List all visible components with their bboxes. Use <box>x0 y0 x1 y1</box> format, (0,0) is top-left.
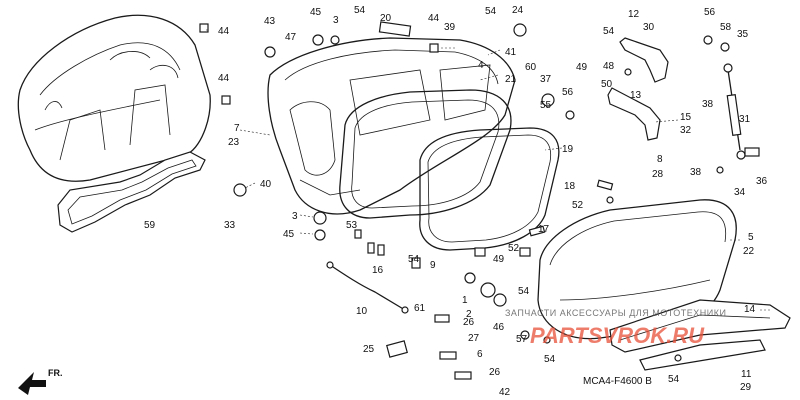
watermark: ЗАПЧАСТИ АКСЕССУАРЫ ДЛЯ МОТОТЕХНИКИ PART… <box>505 308 727 348</box>
callout-54: 54 <box>408 254 420 265</box>
callout-30: 30 <box>643 22 655 33</box>
saddlebag-inner-liner-illustration <box>17 14 211 182</box>
callout-36: 36 <box>756 176 768 187</box>
callout-61: 61 <box>414 303 426 314</box>
callout-43: 43 <box>264 16 276 27</box>
callout-22: 22 <box>743 246 755 257</box>
callout-26: 26 <box>463 317 475 328</box>
molding-14-illustration <box>609 299 791 353</box>
callout-33: 33 <box>224 220 236 231</box>
callout-39: 39 <box>444 22 456 33</box>
callout-24: 24 <box>512 5 524 16</box>
callout-8: 8 <box>657 154 663 165</box>
cable-10-illustration <box>326 261 409 314</box>
callout-40: 40 <box>260 179 272 190</box>
small-hardware-illustration <box>199 21 760 380</box>
callout-47: 47 <box>285 32 297 43</box>
callout-56: 56 <box>704 7 716 18</box>
callout-34: 34 <box>734 187 746 198</box>
callout-4: 4 <box>478 60 484 71</box>
callout-10: 10 <box>356 306 368 317</box>
callout-21: 21 <box>505 74 517 85</box>
callout-11: 11 <box>741 369 752 380</box>
callout-1: 1 <box>462 295 468 306</box>
watermark-tagline: ЗАПЧАСТИ АКСЕССУАРЫ ДЛЯ МОТОТЕХНИКИ <box>505 308 727 318</box>
callout-60: 60 <box>525 62 537 73</box>
callout-44: 44 <box>218 26 230 37</box>
callout-15: 15 <box>680 112 692 123</box>
leader-lines <box>206 29 770 311</box>
callout-38: 38 <box>702 99 714 110</box>
callout-6: 6 <box>477 349 483 360</box>
callout-53: 53 <box>346 220 358 231</box>
callout-41: 41 <box>505 47 517 58</box>
callout-20: 20 <box>380 13 392 24</box>
callout-27: 27 <box>468 333 480 344</box>
saddlebag-lid-illustration <box>537 199 737 340</box>
callout-19: 19 <box>562 144 574 155</box>
callout-45: 45 <box>310 7 322 18</box>
handle-12-illustration <box>619 37 669 83</box>
callout-54: 54 <box>518 286 530 297</box>
callout-35: 35 <box>737 29 749 40</box>
callout-49: 49 <box>576 62 588 73</box>
watermark-site: PARTSVROK.RU <box>530 323 705 348</box>
callout-26: 26 <box>489 367 501 378</box>
callout-37: 37 <box>540 74 552 85</box>
callout-16: 16 <box>372 265 384 276</box>
callout-59: 59 <box>144 220 156 231</box>
callout-42: 42 <box>499 387 511 398</box>
callout-52: 52 <box>508 243 520 254</box>
saddlebag-case-illustration <box>267 37 516 219</box>
callout-48: 48 <box>603 61 615 72</box>
callout-57: 57 <box>516 334 528 345</box>
callout-14: 14 <box>744 304 756 315</box>
callout-17: 17 <box>538 224 550 235</box>
stay-15-illustration <box>607 87 661 141</box>
callout-45: 45 <box>283 229 295 240</box>
callout-49: 49 <box>493 254 505 265</box>
callout-54: 54 <box>354 5 366 16</box>
seal-19-illustration <box>419 127 560 251</box>
callout-38: 38 <box>690 167 702 178</box>
callout-54: 54 <box>544 354 556 365</box>
callout-13: 13 <box>630 90 642 101</box>
callout-3: 3 <box>292 211 298 222</box>
callout-3: 3 <box>333 15 339 26</box>
callout-7: 7 <box>234 123 240 134</box>
callout-9: 9 <box>430 260 436 271</box>
callout-56: 56 <box>562 87 574 98</box>
callout-28: 28 <box>652 169 664 180</box>
callout-52: 52 <box>572 200 584 211</box>
front-direction-label: FR. <box>48 368 63 378</box>
callout-31: 31 <box>739 114 751 125</box>
callout-54: 54 <box>603 26 615 37</box>
callout-46: 46 <box>493 322 505 333</box>
front-arrow-icon <box>18 372 46 395</box>
callout-2: 2 <box>466 309 472 320</box>
callout-labels: 44 44 43 47 45 3 54 20 44 39 54 24 41 4 … <box>144 5 768 398</box>
callout-50: 50 <box>601 79 613 90</box>
callout-32: 32 <box>680 125 692 136</box>
callout-55: 55 <box>540 100 552 111</box>
callout-12: 12 <box>628 9 640 20</box>
callout-44: 44 <box>218 73 230 84</box>
callout-23: 23 <box>228 137 240 148</box>
callout-44: 44 <box>428 13 440 24</box>
callout-54: 54 <box>668 374 680 385</box>
damper-35-illustration <box>723 63 746 160</box>
callout-54: 54 <box>485 6 497 17</box>
callout-25: 25 <box>363 344 375 355</box>
callout-18: 18 <box>564 181 576 192</box>
callout-58: 58 <box>720 22 732 33</box>
callout-5: 5 <box>748 232 754 243</box>
callout-29: 29 <box>740 382 752 393</box>
garnish-11-illustration <box>639 339 766 371</box>
diagram-code: MCA4-F4600 B <box>583 376 652 387</box>
part-drawings <box>17 14 791 395</box>
mat-59-illustration <box>57 151 206 233</box>
